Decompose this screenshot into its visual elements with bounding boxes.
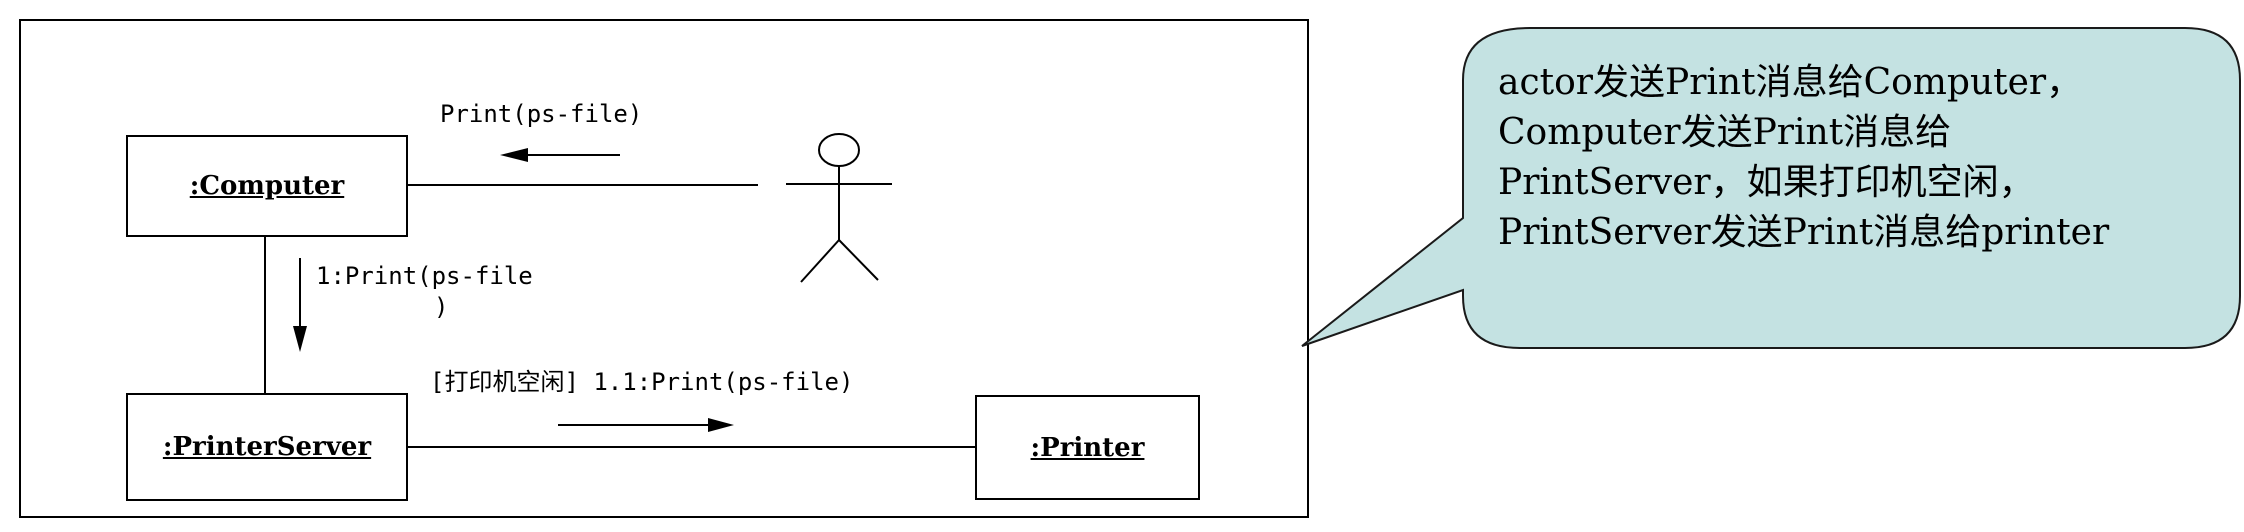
callout-line: Computer发送Print消息给 xyxy=(1498,112,1952,153)
callout-line: PrintServer，如果打印机空闲， xyxy=(1498,162,2035,203)
callout-line: actor发送Print消息给Computer， xyxy=(1498,62,2083,103)
printer-label: :Printer xyxy=(1030,432,1145,463)
message-label-computer-server-close: ) xyxy=(434,293,449,321)
message-label-computer-server: 1:Print(ps-file xyxy=(316,262,533,290)
message-label-actor-computer: Print(ps-file) xyxy=(440,100,643,128)
callout-line: PrintServer发送Print消息给printer xyxy=(1498,212,2110,253)
printer-server-label: :PrinterServer xyxy=(162,432,372,462)
computer-object: :Computer xyxy=(126,135,408,237)
callout-text: actor发送Print消息给Computer， Computer发送Print… xyxy=(1498,58,2198,258)
message-label-server-printer: [打印机空闲] 1.1:Print(ps-file) xyxy=(430,368,854,396)
printer-object: :Printer xyxy=(975,395,1200,500)
computer-label: :Computer xyxy=(189,171,345,201)
printer-server-object: :PrinterServer xyxy=(126,393,408,501)
